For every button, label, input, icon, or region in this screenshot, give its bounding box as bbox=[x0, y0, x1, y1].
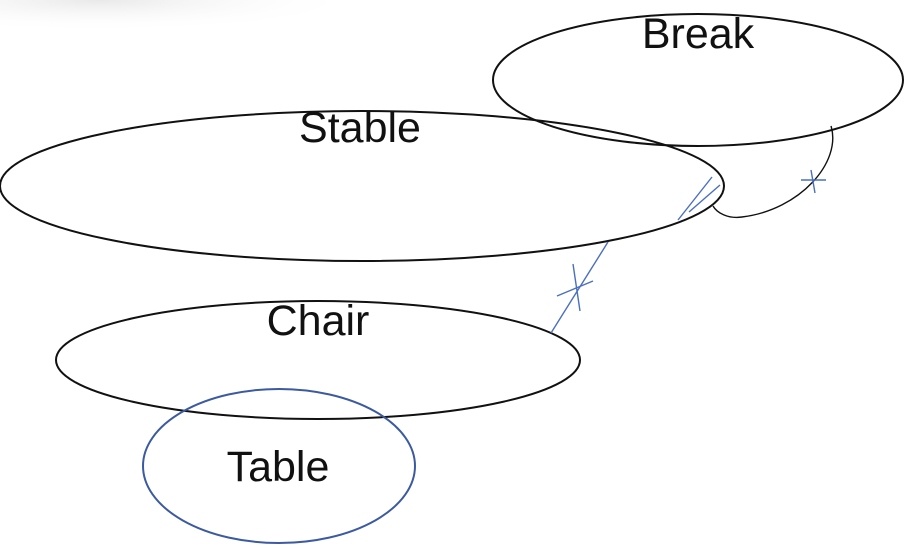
cross-mark bbox=[556, 280, 594, 297]
cross-mark bbox=[810, 169, 816, 194]
node-stable[interactable]: Stable bbox=[0, 104, 725, 262]
link-break-stable-curve bbox=[712, 125, 834, 219]
break-ellipse bbox=[492, 13, 904, 147]
node-table[interactable]: Table bbox=[142, 388, 416, 544]
stable-label: Stable bbox=[299, 104, 421, 152]
link-stable-break-line bbox=[677, 176, 713, 221]
chair-ellipse bbox=[55, 300, 581, 420]
background-smudge bbox=[0, 0, 330, 40]
break-label: Break bbox=[642, 10, 755, 58]
table-ellipse bbox=[142, 388, 416, 544]
link-stable-chair bbox=[550, 241, 609, 334]
link-break-stable bbox=[712, 125, 834, 219]
stable-ellipse bbox=[0, 110, 725, 262]
link-stable-break bbox=[677, 176, 721, 221]
chair-label: Chair bbox=[267, 297, 370, 345]
node-chair[interactable]: Chair bbox=[55, 297, 581, 420]
node-break[interactable]: Break bbox=[492, 10, 904, 147]
link-stable-chair-line bbox=[550, 241, 609, 334]
cross-mark bbox=[688, 184, 721, 213]
table-label: Table bbox=[227, 443, 330, 491]
